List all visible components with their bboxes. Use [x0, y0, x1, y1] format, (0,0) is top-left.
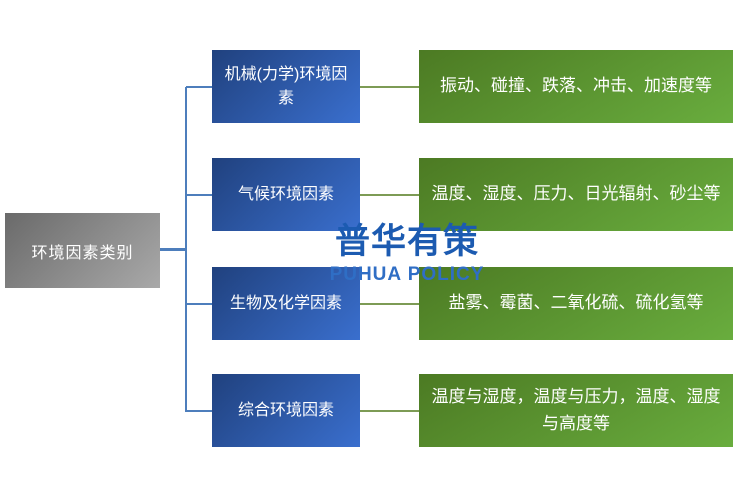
watermark: 普华有策 PUHUA POLICY: [312, 222, 502, 286]
connector-root-line: [157, 248, 186, 251]
connector-detail-line: [360, 410, 419, 412]
detail-node-mechanical: 振动、碰撞、跌落、冲击、加速度等: [419, 50, 733, 123]
connector-trunk-line: [185, 87, 187, 412]
detail-node-bio-chemical: 盐雾、霉菌、二氧化硫、硫化氢等: [419, 267, 733, 340]
connector-branch-line: [186, 194, 213, 196]
connector-detail-line: [360, 303, 419, 305]
detail-label: 盐雾、霉菌、二氧化硫、硫化氢等: [448, 293, 704, 313]
detail-label: 振动、碰撞、跌落、冲击、加速度等: [440, 76, 712, 96]
connector-detail-line: [360, 194, 419, 196]
category-node-bio-chemical: 生物及化学因素: [212, 267, 360, 340]
detail-node-climate: 温度、湿度、压力、日光辐射、砂尘等: [419, 158, 733, 231]
category-label: 生物及化学因素: [229, 294, 342, 312]
root-node: 环境因素类别: [5, 213, 160, 288]
connector-branch-line: [186, 303, 213, 305]
connector-branch-line: [186, 410, 213, 412]
category-label: 气候环境因素: [237, 185, 334, 203]
category-node-climate: 气候环境因素: [212, 158, 360, 231]
detail-node-comprehensive: 温度与湿度，温度与压力，温度、湿度与高度等: [419, 374, 733, 447]
category-node-mechanical: 机械(力学)环境因素: [212, 50, 360, 123]
category-node-comprehensive: 综合环境因素: [212, 374, 360, 447]
category-label: 综合环境因素: [237, 401, 334, 419]
root-label: 环境因素类别: [31, 244, 134, 262]
connector-branch-line: [186, 86, 213, 88]
watermark-chinese-logo: 普华有策: [334, 222, 479, 261]
connector-detail-line: [360, 86, 419, 88]
detail-label: 温度、湿度、压力、日光辐射、砂尘等: [431, 184, 721, 204]
watermark-latin-logo: PUHUA POLICY: [329, 264, 485, 285]
detail-label: 温度与湿度，温度与压力，温度、湿度与高度等: [431, 387, 721, 433]
category-label: 机械(力学)环境因素: [224, 65, 348, 107]
